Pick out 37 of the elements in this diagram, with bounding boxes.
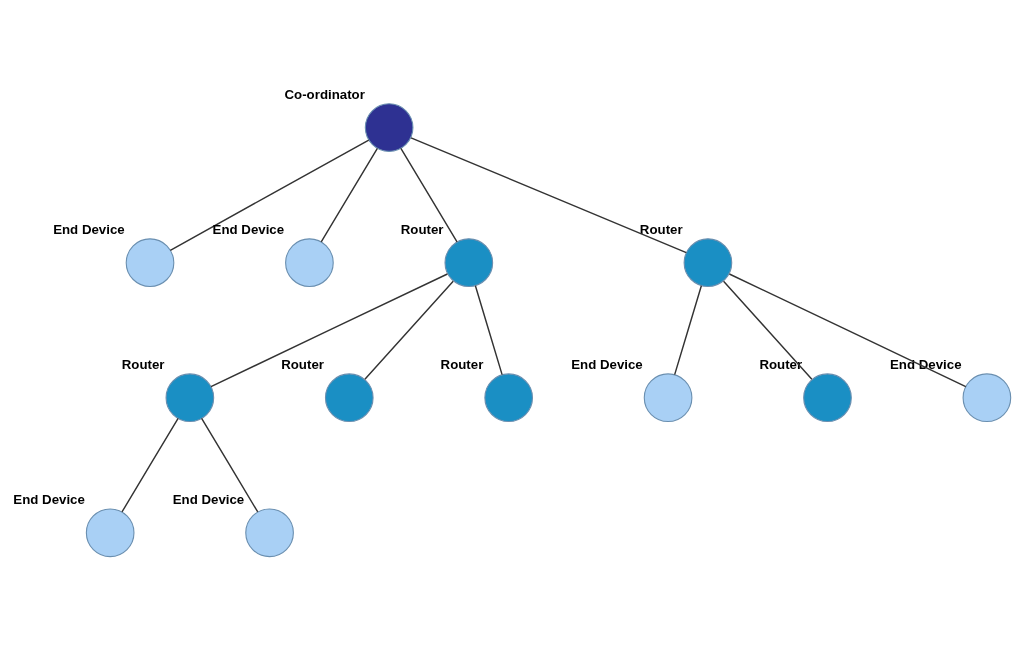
node-label: End Device	[571, 357, 643, 373]
node-circle	[85, 508, 135, 558]
connector	[169, 139, 370, 251]
node-label: Router	[440, 357, 484, 373]
node-circle	[484, 373, 534, 423]
node-circle	[324, 373, 374, 423]
node-label: Router	[400, 222, 444, 237]
connector	[200, 417, 259, 513]
connector	[400, 147, 458, 243]
connector	[364, 280, 454, 380]
connector	[121, 417, 179, 513]
node-circle	[643, 373, 693, 423]
connector	[728, 273, 967, 388]
connector	[410, 137, 687, 254]
node-label: End Device	[890, 357, 962, 373]
node-label: End Device	[13, 492, 85, 508]
connector	[673, 285, 703, 376]
node-circle	[962, 373, 1012, 423]
node-circle	[245, 508, 294, 558]
node-label: End Device	[212, 222, 285, 237]
node-circle	[683, 238, 733, 288]
node-circle	[364, 103, 414, 152]
node-circle	[803, 373, 852, 423]
node-circle	[285, 238, 334, 288]
node-label: End Device	[53, 222, 125, 237]
node-circle	[125, 238, 175, 288]
node-circle	[165, 373, 215, 423]
connector	[320, 147, 379, 243]
connector	[210, 273, 449, 388]
node-label: Router	[121, 357, 165, 373]
node-label: Router	[639, 222, 683, 237]
connector	[722, 280, 813, 380]
node-label: Co-ordinator	[284, 86, 365, 102]
node-label: End Device	[172, 492, 245, 508]
node-label: Router	[281, 357, 324, 373]
node-circle	[444, 238, 494, 288]
connector	[474, 285, 503, 376]
